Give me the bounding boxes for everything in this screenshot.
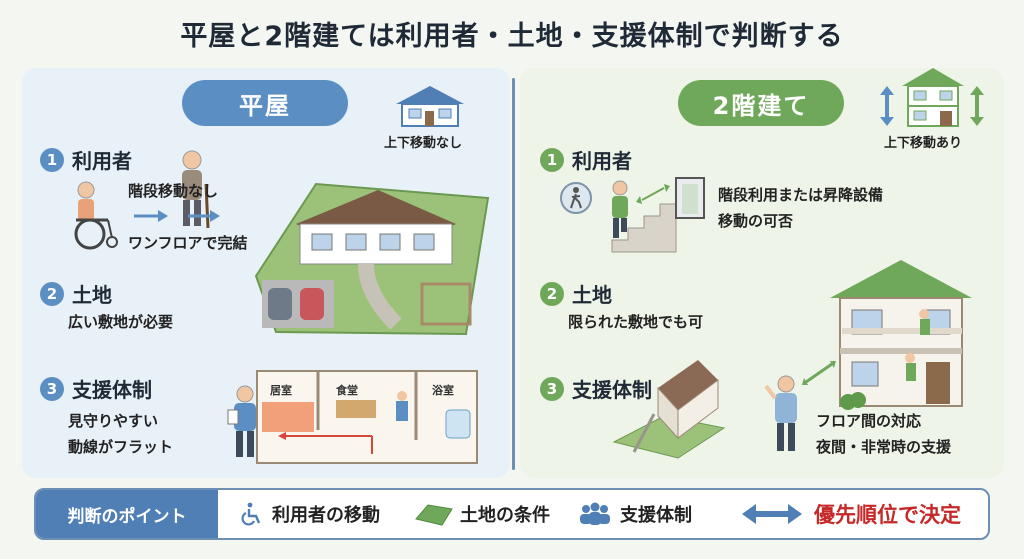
narrow-lot-house-illustration <box>612 360 726 459</box>
wheelchair-icon <box>241 502 261 526</box>
right-section-support: 3 支援体制 <box>540 374 652 403</box>
two-story-house-icon <box>902 68 964 127</box>
section-label: 土地 <box>572 283 612 307</box>
section-label: 利用者 <box>572 149 632 173</box>
flat-house-icon <box>396 86 464 127</box>
footer-item-user-mobility: 利用者の移動 <box>240 490 380 538</box>
flat-house-aerial-illustration <box>254 182 490 336</box>
wheelchair-user-icon <box>74 181 118 250</box>
left-house-caption: 上下移動なし <box>384 136 463 151</box>
section-label: 利用者 <box>72 149 132 173</box>
footer-final-decision: 優先順位で決定 <box>814 503 961 527</box>
section-label: 土地 <box>72 283 112 307</box>
footer-item-land-conditions: 土地の条件 <box>415 490 550 538</box>
section-number: 3 <box>540 376 564 401</box>
section-number: 1 <box>540 147 564 172</box>
footer-heading: 判断のポイント <box>36 490 218 538</box>
footer-item-label: 支援体制 <box>620 505 692 526</box>
decision-points-bar: 判断のポイント 利用者の移動 土地の条件 支援体制 優先順位で決定 <box>34 488 990 540</box>
left-section-land: 2 土地 <box>40 279 112 308</box>
right-house-caption: 上下移動あり <box>884 136 963 151</box>
section-number: 1 <box>40 147 64 172</box>
left-section-support: 3 支援体制 <box>40 374 152 403</box>
left-user-text-2: ワンフロアで完結 <box>128 234 248 252</box>
left-support-text-2: 動線がフラット <box>68 438 174 456</box>
footer-item-label: 土地の条件 <box>460 505 550 526</box>
section-label: 支援体制 <box>572 378 652 402</box>
caregiver-icon <box>764 375 797 451</box>
elderly-person-icon <box>182 150 210 229</box>
stairs-climber-illustration <box>611 177 705 253</box>
footer-item-label: 利用者の移動 <box>272 505 380 526</box>
page-title: 平屋と2階建ては利用者・土地・支援体制で判断する <box>180 21 844 52</box>
left-support-text-1: 見守りやすい <box>68 412 159 430</box>
walking-person-icon <box>560 182 592 214</box>
room-label-bath: 浴室 <box>432 384 454 397</box>
right-user-text-1: 階段利用または昇降設備 <box>718 186 884 204</box>
left-land-text: 広い敷地が必要 <box>68 313 174 331</box>
right-heading-pill: 2階建て <box>678 80 844 126</box>
diagonal-double-arrow-icon <box>802 361 836 385</box>
right-support-text-2: 夜間・非常時の支援 <box>816 438 952 456</box>
left-heading-pill: 平屋 <box>182 80 348 126</box>
caregiver-icon <box>227 385 256 457</box>
section-label: 支援体制 <box>72 378 152 402</box>
room-label-dining: 食堂 <box>336 384 358 397</box>
section-number: 3 <box>40 376 64 401</box>
people-group-icon <box>580 502 610 525</box>
left-user-text-1: 階段移動なし <box>128 182 219 200</box>
vertical-arrow-left-icon <box>880 86 894 126</box>
right-support-text-1: フロア間の対応 <box>816 412 922 430</box>
flat-floor-plan-illustration <box>256 370 478 464</box>
right-section-land: 2 土地 <box>540 279 612 308</box>
panel-divider <box>512 78 515 470</box>
room-label-living: 居室 <box>270 384 292 397</box>
land-icon <box>415 504 453 526</box>
double-arrow-icon <box>742 504 802 524</box>
right-section-user: 1 利用者 <box>540 145 632 174</box>
left-section-user: 1 利用者 <box>40 145 132 174</box>
section-number: 2 <box>40 281 64 306</box>
right-arrow-icon <box>134 210 220 222</box>
footer-item-support-system: 支援体制 <box>578 490 692 538</box>
right-user-text-2: 移動の可否 <box>718 212 794 230</box>
vertical-arrow-right-icon <box>970 86 984 126</box>
right-land-text: 限られた敷地でも可 <box>568 313 704 331</box>
two-story-house-illustration <box>830 260 972 410</box>
section-number: 2 <box>540 281 564 306</box>
